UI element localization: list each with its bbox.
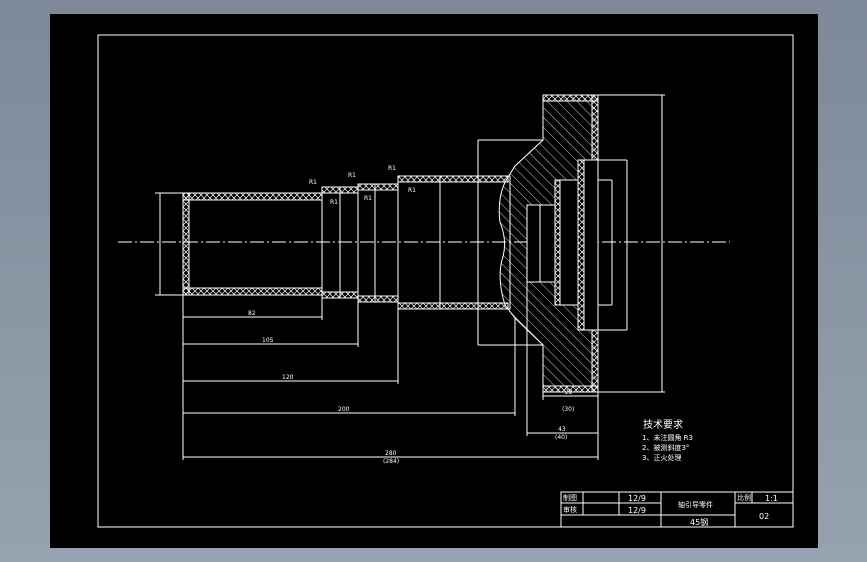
drawn-label: 制图 [563,493,577,502]
flange-bores [526,159,599,331]
scale-value: 1:1 [765,494,778,503]
dim-280-ref: (284) [383,458,399,465]
tech-requirements: 技术要求 1、未注圆角 R3 2、被测斜度3° 3、正火处理 [642,418,693,462]
fillet-label: R1 [364,195,372,202]
fillet-label: R1 [408,187,416,194]
scale-label: 比例 [737,493,751,502]
tech-requirement-item: 2、被测斜度3° [642,443,689,452]
drawn-date: 12/9 [628,494,646,503]
drawing-frame [97,34,794,528]
fillet-label: R1 [348,172,356,179]
title-block: 制图 12/9 审核 12/9 轴引导零件 45钢 比例 1:1 02 [560,491,794,528]
dim-105: 105 [262,337,274,344]
fillet-label: R1 [388,165,396,172]
drawing-number: 02 [759,512,769,521]
dim-43-ref: (40) [555,434,567,441]
dim-22-ref: (30) [562,406,574,413]
dim-22: 22 [565,389,573,396]
checked-label: 审核 [563,505,577,514]
part-name: 轴引导零件 [678,500,713,509]
dim-82: 82 [248,310,256,317]
material: 45钢 [690,517,708,527]
shaft-drawing: 82 105 120 200 280 (284) 22 (30) 43 (40)… [97,34,794,528]
fillet-label: R1 [330,199,338,206]
tech-requirements-title: 技术要求 [643,418,683,431]
tech-requirement-item: 1、未注圆角 R3 [642,433,693,442]
dim-280: 280 [385,450,397,457]
dim-120: 120 [282,374,294,381]
length-dimensions [182,282,599,460]
dim-43: 43 [558,426,566,433]
checked-date: 12/9 [628,506,646,515]
dim-200: 200 [338,406,350,413]
diameter-dimensions [155,94,665,393]
tech-requirement-item: 3、正火处理 [642,453,681,462]
cad-drawing-canvas: 82 105 120 200 280 (284) 22 (30) 43 (40)… [50,14,818,548]
fillet-label: R1 [309,179,317,186]
